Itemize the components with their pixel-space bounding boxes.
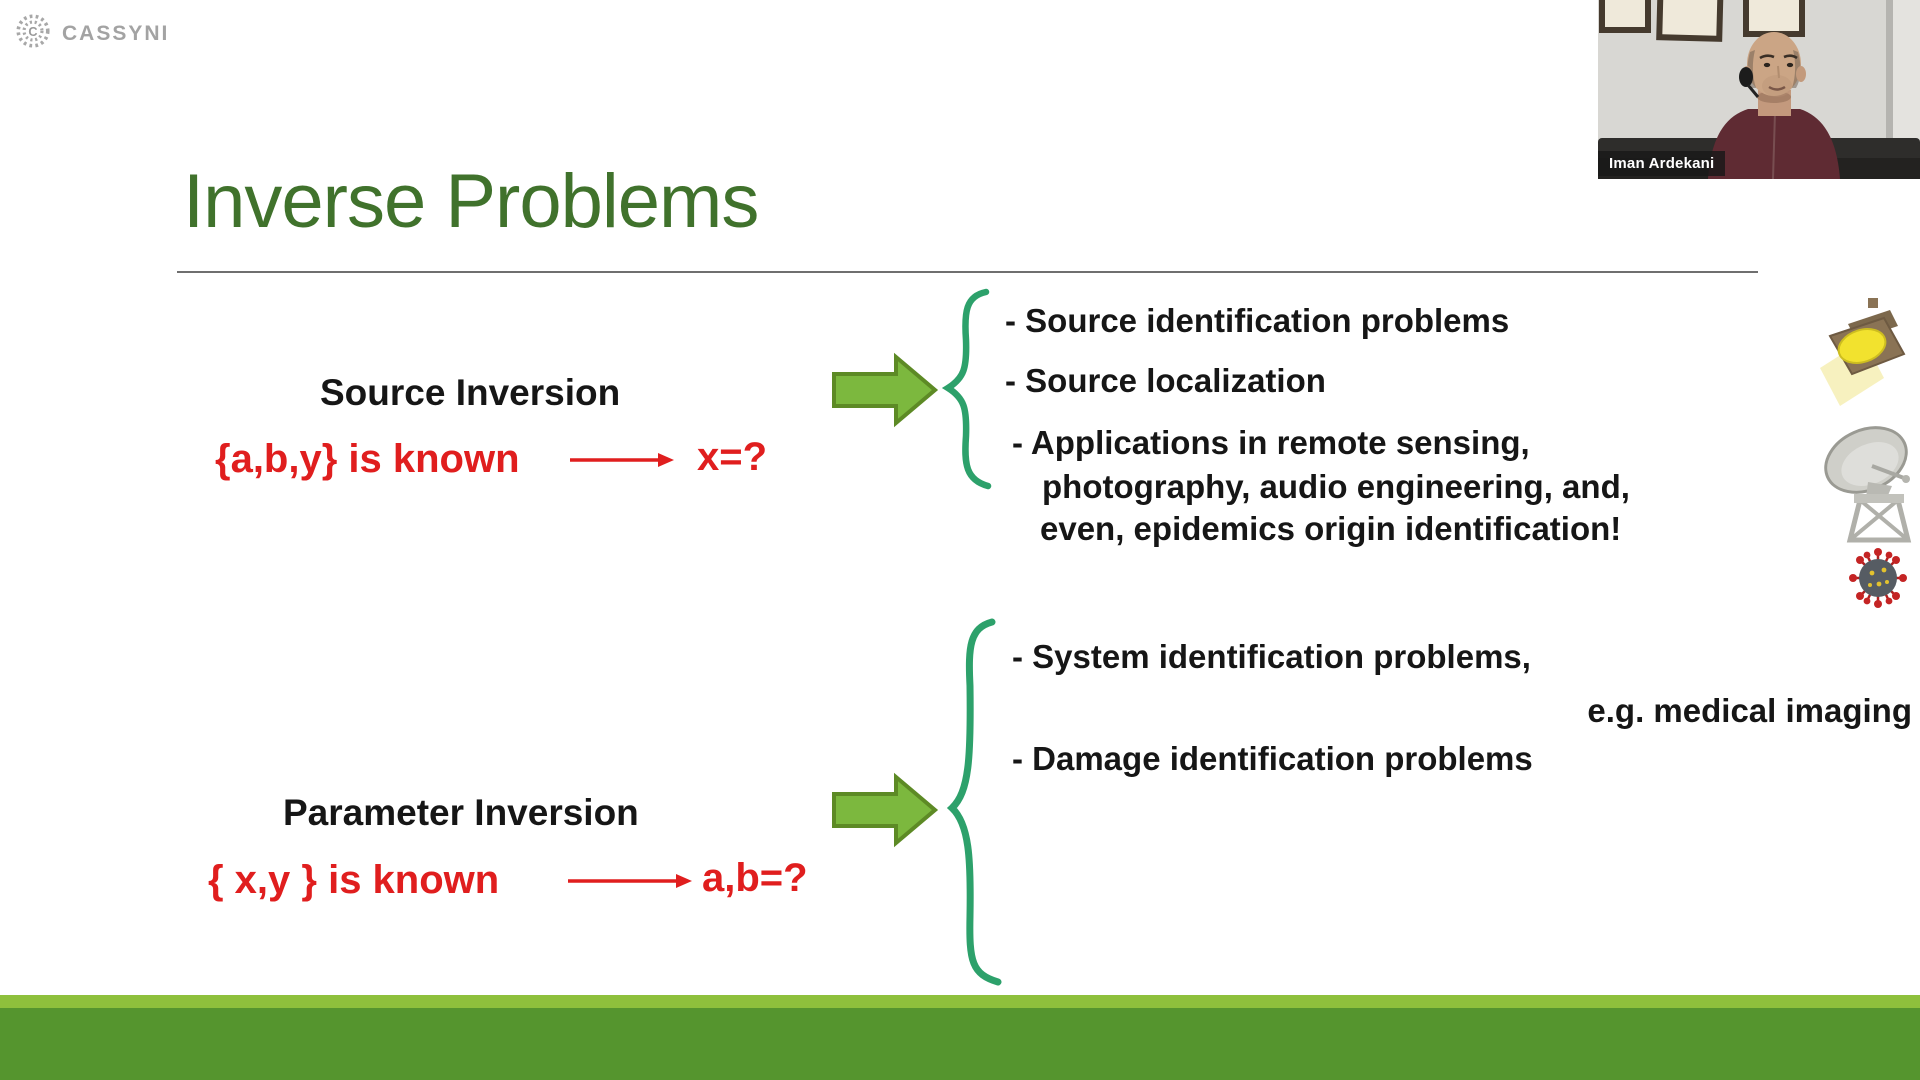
bullet-medical-imaging: e.g. medical imaging xyxy=(1587,692,1912,729)
speaker-video-tile[interactable]: Iman Ardekani xyxy=(1598,0,1920,179)
source-inversion-known: {a,b,y} is known xyxy=(215,437,520,481)
parameter-inversion-unknown: a,b=? xyxy=(702,856,808,900)
svg-text:C: C xyxy=(28,25,37,39)
cassyni-logo-text: CASSYNI xyxy=(62,21,170,45)
title-divider xyxy=(177,271,1758,273)
parameter-inversion-heading: Parameter Inversion xyxy=(283,792,639,833)
speaker-name-label: Iman Ardekani xyxy=(1598,151,1726,176)
bullet-damage-identification: - Damage identification problems xyxy=(1012,740,1533,777)
virus-icon xyxy=(1849,548,1907,608)
bullet-applications-line1: - Applications in remote sensing, xyxy=(1012,424,1530,461)
cassyni-logo-icon: C xyxy=(14,12,52,55)
satellite-dish-icon xyxy=(1824,426,1912,543)
bullet-system-identification: - System identification problems, xyxy=(1012,638,1531,675)
bullet-applications-line2: photography, audio engineering, and, xyxy=(1042,468,1630,505)
source-inversion-heading: Source Inversion xyxy=(320,372,621,413)
red-arrow-icon xyxy=(568,874,692,888)
spotlight-icon xyxy=(1820,298,1906,406)
curly-brace-icon xyxy=(941,288,992,490)
source-inversion-unknown: x=? xyxy=(697,435,768,479)
footer-bar xyxy=(0,1008,1920,1080)
green-block-arrow-icon xyxy=(832,772,939,848)
green-block-arrow-icon xyxy=(832,352,939,428)
red-arrow-icon xyxy=(570,453,674,467)
bullet-source-localization: - Source localization xyxy=(1005,362,1326,399)
slide-title: Inverse Problems xyxy=(183,159,759,244)
curly-brace-icon xyxy=(946,618,1002,986)
cassyni-brand: C CASSYNI xyxy=(14,12,169,55)
bullet-source-identification: - Source identification problems xyxy=(1005,302,1510,339)
parameter-inversion-known: { x,y } is known xyxy=(208,858,500,902)
footer-accent-stripe xyxy=(0,995,1920,1008)
bullet-applications-line3: even, epidemics origin identification! xyxy=(1040,510,1622,547)
